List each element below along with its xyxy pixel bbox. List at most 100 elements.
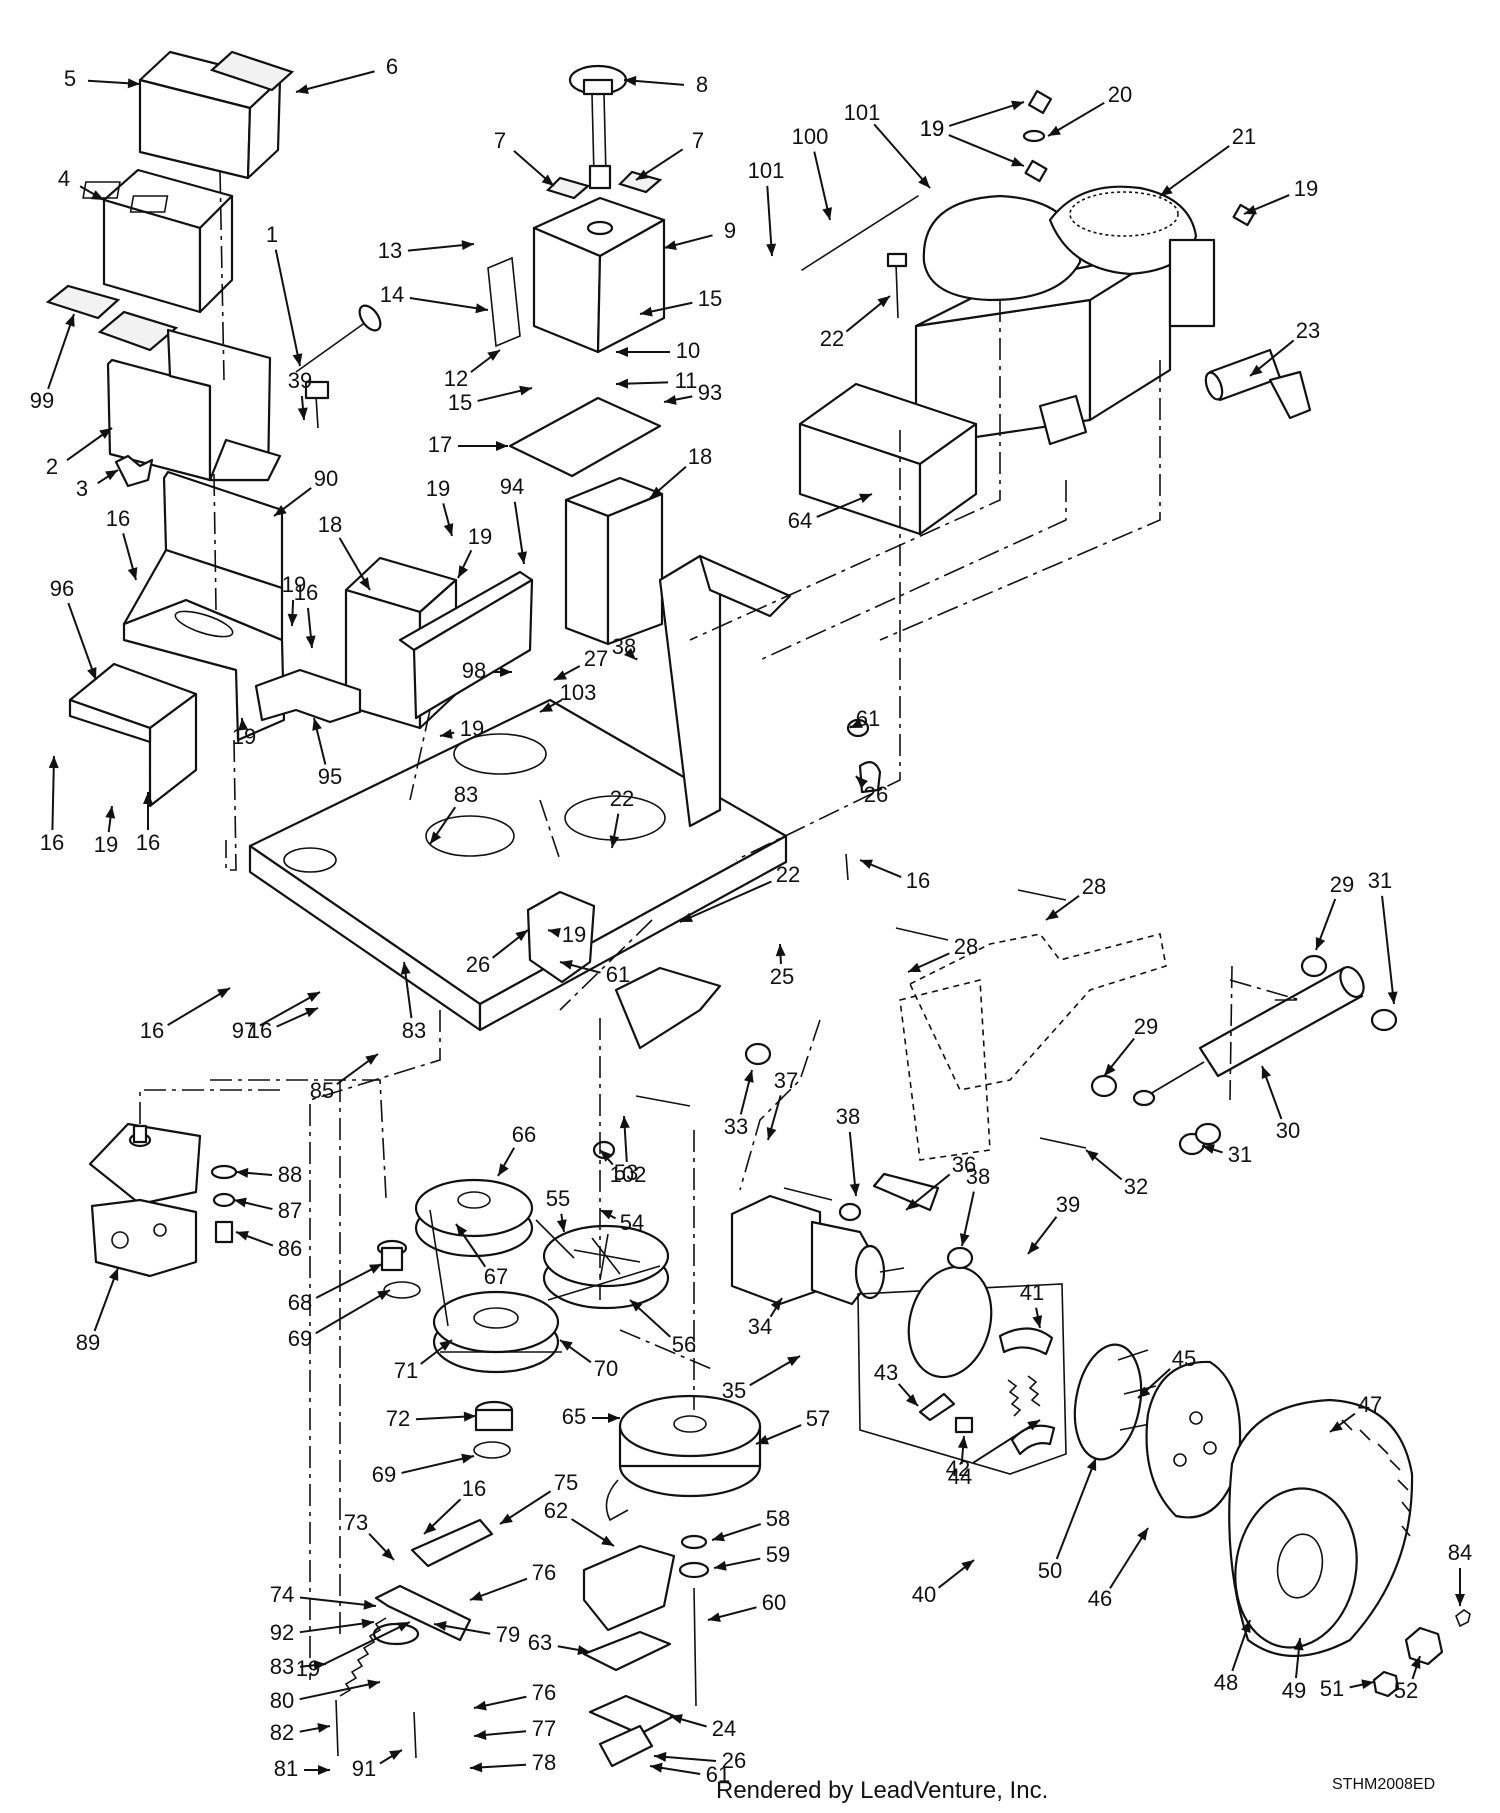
arrowhead-c21 (1160, 185, 1173, 196)
callout-c74: 74 (270, 1582, 294, 1607)
snap-ring-lower (473, 1441, 511, 1459)
arrowhead-c19b (458, 565, 469, 578)
battery-pad-top (209, 50, 295, 92)
idler-pulley (372, 1622, 420, 1646)
washer-59 (678, 1561, 710, 1579)
arrowhead-c3 (105, 470, 118, 481)
callout-c95: 95 (318, 764, 342, 789)
arrowhead-c37 (766, 1127, 777, 1140)
arrowhead-c60 (708, 1612, 721, 1623)
arrowhead-c25 (775, 944, 786, 957)
battery-cover (138, 50, 282, 180)
arrowhead-c7a (541, 174, 554, 186)
callout-c18a: 18 (688, 444, 712, 469)
leader-c96 (67, 602, 97, 681)
tie-bracket (254, 668, 362, 724)
arrowhead-c30 (1261, 1066, 1272, 1079)
snap-ring-upper (383, 1281, 421, 1299)
leader-c99 (47, 313, 75, 390)
leader-c101b (873, 123, 931, 189)
callout-c103: 103 (560, 680, 597, 705)
callout-c83b: 83 (402, 1018, 426, 1043)
callout-c65: 65 (562, 1404, 586, 1429)
arrowhead-c16a (127, 567, 138, 580)
arrowhead-c6 (296, 84, 309, 94)
leader-c19j (323, 1621, 411, 1665)
callout-c19j: 19 (296, 1656, 320, 1681)
cotter-pin (1455, 1609, 1471, 1628)
callout-c6: 6 (386, 54, 398, 79)
battery-pad-left (45, 284, 121, 320)
callout-c19h: 19 (232, 724, 256, 749)
clutch-plate-24 (588, 1694, 676, 1736)
callout-c19d: 19 (94, 832, 118, 857)
arrowhead-c29a (1315, 937, 1326, 950)
callout-c15b: 15 (448, 390, 472, 415)
callout-c88: 88 (278, 1162, 302, 1187)
callout-c27: 27 (584, 646, 608, 671)
callout-c26a: 26 (864, 782, 888, 807)
callout-c97: 97 (232, 1018, 256, 1043)
callout-c19c: 19 (282, 572, 306, 597)
callout-c89: 89 (76, 1330, 100, 1355)
arrowhead-c83c (313, 1660, 326, 1671)
callout-c53: 53 (614, 1160, 638, 1185)
seat-frame-outline (899, 933, 1167, 1161)
arrowhead-c55 (556, 1219, 567, 1232)
callout-c45: 45 (1172, 1346, 1196, 1371)
arrowhead-c39a (297, 407, 308, 420)
callout-c60: 60 (762, 1590, 786, 1615)
callout-c57: 57 (806, 1406, 830, 1431)
leader-c38b (635, 657, 638, 661)
arrowhead-c19k (1011, 156, 1024, 167)
leader-c69b (401, 1455, 475, 1474)
callout-c19k: 19 (920, 116, 944, 141)
arrowhead-c98 (500, 667, 512, 677)
arrowhead-c26b (515, 930, 528, 942)
callout-c43: 43 (874, 1360, 898, 1385)
callout-c19e: 19 (920, 116, 944, 141)
arrowhead-c99 (65, 314, 75, 327)
callout-c32: 32 (1124, 1174, 1148, 1199)
tank-mount-plate (508, 396, 662, 478)
arrowhead-c5 (127, 78, 140, 89)
arrowhead-c85 (365, 1054, 378, 1065)
arrowhead-c47 (1330, 1421, 1343, 1432)
arrowhead-c83a (430, 831, 442, 844)
arrowhead-c50 (1086, 1458, 1097, 1471)
arrowhead-c19g (440, 728, 453, 739)
arrowhead-c17 (496, 441, 508, 451)
arrowhead-c43 (905, 1393, 918, 1406)
arrowhead-c19j (397, 1622, 410, 1632)
callout-c36: 36 (952, 1152, 976, 1177)
callout-c50: 50 (1038, 1558, 1062, 1583)
fasteners (304, 89, 1398, 1270)
arrowhead-c14 (475, 303, 488, 314)
leader-c22c (679, 880, 772, 923)
callout-c23: 23 (1296, 318, 1320, 343)
arrowhead-c63 (577, 1645, 590, 1656)
callout-c13: 13 (378, 238, 402, 263)
arrowhead-c34 (770, 1298, 782, 1311)
callout-c12: 12 (444, 366, 468, 391)
arrowhead-c4 (91, 190, 104, 200)
arrowhead-c22b (609, 835, 620, 848)
arrowhead-c26c (654, 1751, 667, 1762)
callout-c47: 47 (1358, 1392, 1382, 1417)
callout-c38b: 38 (612, 634, 636, 659)
arrowhead-c51 (1361, 1679, 1374, 1690)
callout-c39b: 39 (1056, 1192, 1080, 1217)
arrowhead-c20 (1048, 125, 1061, 136)
leader-c21 (1159, 145, 1230, 197)
callout-c81: 81 (274, 1756, 298, 1781)
callout-c41: 41 (1020, 1280, 1044, 1305)
leader-c31a (1381, 895, 1395, 1005)
arrowhead-c56 (630, 1300, 643, 1312)
callout-c78: 78 (532, 1750, 556, 1775)
callout-c91: 91 (352, 1756, 376, 1781)
tank-strap (487, 256, 521, 348)
callout-c94: 94 (500, 474, 524, 499)
tension-spring (339, 1617, 387, 1697)
callout-c25: 25 (770, 964, 794, 989)
